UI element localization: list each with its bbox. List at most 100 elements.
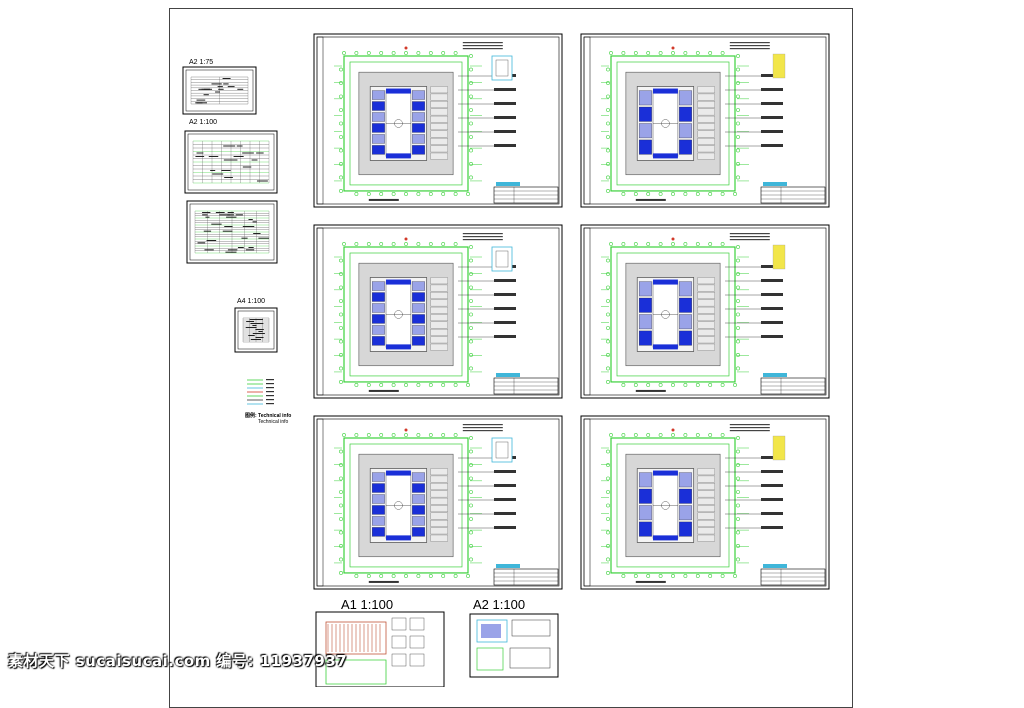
schedule-text — [250, 339, 260, 340]
tree-symbol — [671, 51, 675, 55]
tree-symbol — [391, 433, 396, 437]
schedule-text — [242, 152, 254, 154]
section-sheet-a1 — [315, 611, 445, 687]
tree-symbol — [606, 175, 610, 180]
tree-symbol — [606, 557, 610, 562]
annotation-text-block — [494, 470, 516, 473]
schedule-text — [258, 237, 270, 239]
tree-symbol — [342, 433, 346, 437]
tree-symbol — [339, 476, 343, 481]
tree-symbol — [606, 135, 610, 139]
room-cell — [697, 534, 715, 542]
tree-symbol — [469, 108, 473, 112]
tree-symbol — [469, 449, 473, 454]
schedule-text — [202, 212, 211, 213]
room-cell — [697, 108, 715, 116]
tree-symbol — [469, 476, 473, 481]
floor-plan-sheet-3 — [313, 224, 563, 399]
tree-symbol — [416, 383, 421, 387]
tree-symbol — [469, 94, 473, 99]
legend-text-mark — [266, 395, 274, 397]
tree-symbol — [736, 81, 740, 85]
schedule-text — [256, 152, 264, 154]
tree-symbol — [736, 339, 740, 344]
schedule-text — [217, 86, 223, 88]
room-cell — [430, 343, 448, 351]
annotation-text-block — [761, 116, 783, 119]
tree-symbol — [391, 51, 396, 55]
tree-symbol — [646, 574, 651, 578]
detail-thumb — [409, 653, 425, 667]
schedule-text — [203, 94, 209, 96]
tree-symbol — [339, 380, 343, 384]
seating-block — [412, 145, 425, 155]
sheet-scale-label-a2-175: A2 1:75 — [189, 59, 214, 66]
schedule-text — [196, 99, 206, 101]
tree-symbol — [671, 433, 675, 437]
tree-symbol — [736, 436, 740, 440]
room-cell — [430, 101, 448, 108]
tree-symbol — [633, 574, 638, 578]
tree-symbol — [416, 433, 421, 437]
schedule-text — [256, 323, 264, 324]
seating-block — [679, 139, 692, 155]
tree-symbol — [366, 433, 371, 437]
legend-line-2: Technical info — [258, 419, 289, 425]
court-center-circle — [394, 119, 403, 128]
room-cell — [697, 512, 715, 520]
annotation-text-block — [494, 526, 516, 529]
cad-drawing-canvas — [182, 33, 830, 687]
tree-symbol — [736, 67, 740, 72]
site-boundary — [343, 437, 469, 574]
sheet-scale-label-a2-100: A2 1:100 — [189, 119, 218, 126]
room-cell — [430, 468, 448, 476]
tree-symbol — [339, 571, 343, 575]
note-text-line — [462, 424, 503, 426]
tree-symbol — [391, 242, 396, 246]
tree-symbol — [671, 574, 675, 578]
tree-symbol — [621, 51, 626, 55]
schedule-text — [248, 247, 254, 248]
seating-block — [679, 330, 692, 346]
tree-symbol — [736, 94, 740, 99]
detail-sheet-frame — [469, 613, 559, 678]
room-cell — [430, 115, 448, 123]
schedule-sheet-1 — [182, 66, 257, 115]
room-cell — [697, 468, 715, 476]
plan-title-line — [635, 389, 666, 392]
detail-thumb — [391, 635, 407, 649]
tree-symbol — [606, 299, 610, 303]
schedule-text — [252, 333, 260, 334]
tree-symbol — [404, 383, 408, 387]
north-marker — [404, 46, 408, 50]
seating-block — [679, 521, 692, 537]
court-center-circle — [661, 501, 670, 510]
title-block-accent — [496, 373, 520, 377]
note-text-line — [462, 233, 503, 235]
binding-strip — [583, 418, 591, 587]
tree-symbol — [606, 108, 610, 112]
tree-symbol — [441, 51, 446, 55]
tree-symbol — [720, 574, 725, 578]
schedule-inner-frame — [189, 203, 275, 261]
tree-symbol — [342, 242, 346, 246]
detail-view — [511, 619, 551, 637]
tree-symbol — [469, 339, 473, 344]
tree-symbol — [453, 242, 458, 246]
tree-symbol — [354, 433, 359, 437]
tree-symbol — [708, 51, 713, 55]
seating-block — [372, 134, 385, 144]
tree-symbol — [646, 242, 651, 246]
seating-block — [372, 123, 385, 133]
detail-sheet-a2 — [469, 613, 559, 678]
end-seating — [386, 88, 411, 94]
tree-symbol — [441, 242, 446, 246]
tree-symbol — [469, 353, 473, 357]
tree-symbol — [428, 574, 433, 578]
room-cell — [697, 277, 715, 285]
tree-symbol — [428, 383, 433, 387]
tree-symbol — [428, 192, 433, 196]
legend-text-mark — [266, 387, 274, 389]
note-text-line — [462, 239, 503, 241]
tree-symbol — [736, 503, 740, 508]
